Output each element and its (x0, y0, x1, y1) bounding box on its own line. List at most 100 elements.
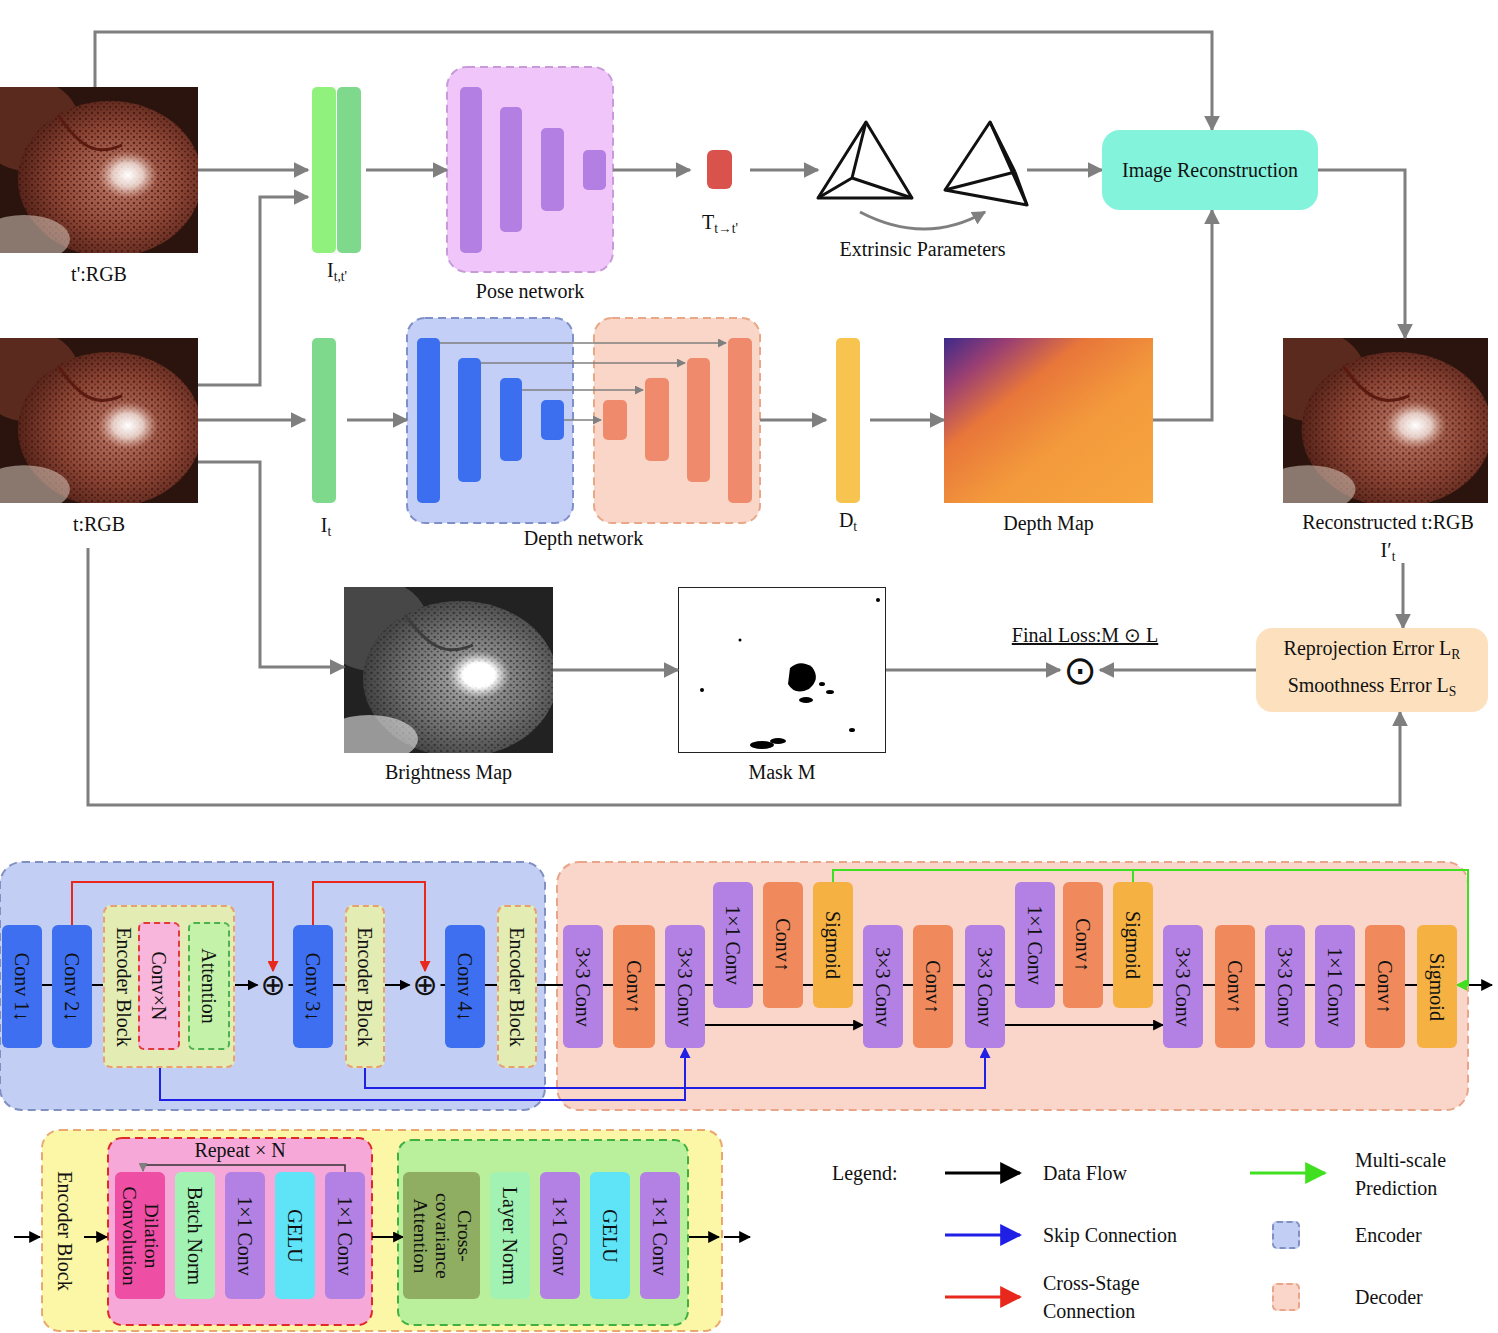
connector (1153, 984, 1163, 986)
label-block: ⊕ (260, 971, 285, 999)
label-block: Reconstructed t:RGBI′t (1302, 508, 1474, 571)
input-bars (707, 150, 732, 189)
label-block: Pose network (476, 279, 584, 303)
mask-image (679, 588, 886, 753)
connector (1005, 1024, 1163, 1026)
connector (537, 984, 563, 986)
connector (1255, 984, 1265, 986)
label-line: Smoothness Error LS (1284, 670, 1461, 707)
label-block: Depth network (524, 526, 643, 550)
box-label: Sigmoid (822, 911, 844, 979)
mask-image (788, 663, 816, 691)
label-block: Tt→t' (702, 210, 738, 241)
node-label: ⊕ (412, 967, 437, 1002)
box-label: Encoder Block (113, 927, 135, 1046)
box-label: Cross-covariance Attention (409, 1177, 474, 1295)
connector (1103, 984, 1113, 986)
depth-network-shape (417, 338, 440, 503)
layer-box: 1×1 Conv (325, 1172, 365, 1299)
connector (705, 984, 713, 986)
connector (198, 419, 305, 422)
box-label: Conv 3↓ (302, 952, 324, 1020)
depth-network-shape (564, 419, 601, 421)
legend-text: Skip Connection (1043, 1221, 1177, 1249)
rotated-label: Conv↑ (772, 918, 794, 971)
box-label: 1×1 Conv (234, 1196, 256, 1276)
legend-samples (945, 1296, 1020, 1299)
rotated-label: 1×1 Conv (549, 1196, 571, 1276)
label-line: I′t (1302, 536, 1474, 571)
rotated-label: Conv↑ (922, 960, 944, 1013)
connector (385, 984, 410, 986)
box-label: Encoder Block (54, 1171, 76, 1290)
encoder-block-detail (14, 1130, 750, 1331)
connector (705, 1024, 863, 1026)
rotated-label: 1×1 Conv (722, 905, 744, 985)
endoscopy-photos (319, 579, 558, 763)
encoder-block-detail (84, 1236, 107, 1238)
legend-text: Data Flow (1043, 1159, 1127, 1187)
node-label: Image Reconstruction (1122, 159, 1298, 181)
connector (160, 1048, 685, 1100)
legend-swatch (1272, 1221, 1300, 1249)
connector (95, 32, 1212, 130)
endoscopy-photos (1258, 330, 1492, 513)
camera-tetrahedra (860, 212, 985, 229)
rotated-label: 3×3 Conv (1274, 947, 1296, 1027)
rotated-label: Batch Norm (184, 1186, 206, 1284)
connector (1055, 984, 1063, 986)
layer-box: 1×1 Conv (640, 1172, 680, 1299)
node-label: Mask M (748, 761, 815, 783)
endoscopy-photos (0, 79, 202, 263)
layer-box: 3×3 Conv (863, 925, 903, 1048)
layer-box: Conv 4↓ (445, 925, 485, 1048)
depth-network-shape (440, 342, 726, 344)
mask-image (679, 588, 886, 753)
connector (333, 984, 345, 986)
box-label: Conv↑ (1374, 960, 1396, 1013)
legend-text: Cross-Stage Connection (1043, 1269, 1161, 1325)
camera-figure: Extrinsic Parameters (818, 115, 1027, 265)
pose-output: Tt→t' (690, 150, 750, 240)
label-block: Repeat × N (194, 1138, 285, 1162)
depth-network-shape (522, 389, 643, 391)
layer-box: 1×1 Conv (225, 1172, 265, 1299)
box-label: GELU (599, 1209, 621, 1262)
label-block: Depth Map (1003, 511, 1094, 535)
sum-symbol: ⊕ (258, 971, 289, 999)
layer-box: Sigmoid (1113, 882, 1153, 1008)
process-box: Image Reconstruction (1102, 130, 1318, 210)
layer-box: 1×1 Conv (1015, 882, 1055, 1008)
node-label: ⊕ (260, 967, 285, 1002)
box-label: Conv↑ (1072, 918, 1094, 971)
legend-samples (945, 1172, 1020, 1175)
input-bars (312, 338, 336, 503)
label-line: Pose network (476, 279, 584, 303)
image-frame: Reconstructed t:RGBI′t (1283, 338, 1493, 563)
layer-box: Conv↑ (1215, 925, 1255, 1048)
label-line: Extrinsic Parameters (839, 237, 1005, 261)
rotated-label: Sigmoid (822, 911, 844, 979)
box-label: Sigmoid (1122, 911, 1144, 979)
legend-swatch (1272, 1283, 1300, 1311)
connector (88, 548, 1400, 805)
box-label: Conv×N (148, 951, 170, 1020)
depth-network-shape (645, 378, 669, 461)
legend-text: Multi-scale Prediction (1355, 1146, 1473, 1202)
rotated-label: GELU (284, 1209, 306, 1262)
mask-image (700, 688, 704, 692)
node-label: Depth Map (1003, 512, 1094, 534)
input-bars (312, 87, 336, 253)
rotated-label: 1×1 Conv (649, 1196, 671, 1276)
pose-network-shape (541, 128, 564, 211)
encoder-block-detail (143, 1165, 345, 1172)
encoder-detail: Dilation ConvolutionBatch Norm1×1 ConvGE… (42, 1130, 722, 1331)
encoder-block: Conv×NAttentionEncoder Block (103, 905, 235, 1068)
label-line: It,t' (327, 258, 347, 289)
box-label: Conv↑ (922, 960, 944, 1013)
label-line: Reprojection Error LR (1284, 633, 1461, 670)
node-label: Repeat × N (194, 1139, 285, 1161)
label-block: t':RGB (71, 262, 127, 286)
repeat-group: Dilation ConvolutionBatch Norm1×1 ConvGE… (108, 1138, 372, 1325)
rotated-label: GELU (599, 1209, 621, 1262)
